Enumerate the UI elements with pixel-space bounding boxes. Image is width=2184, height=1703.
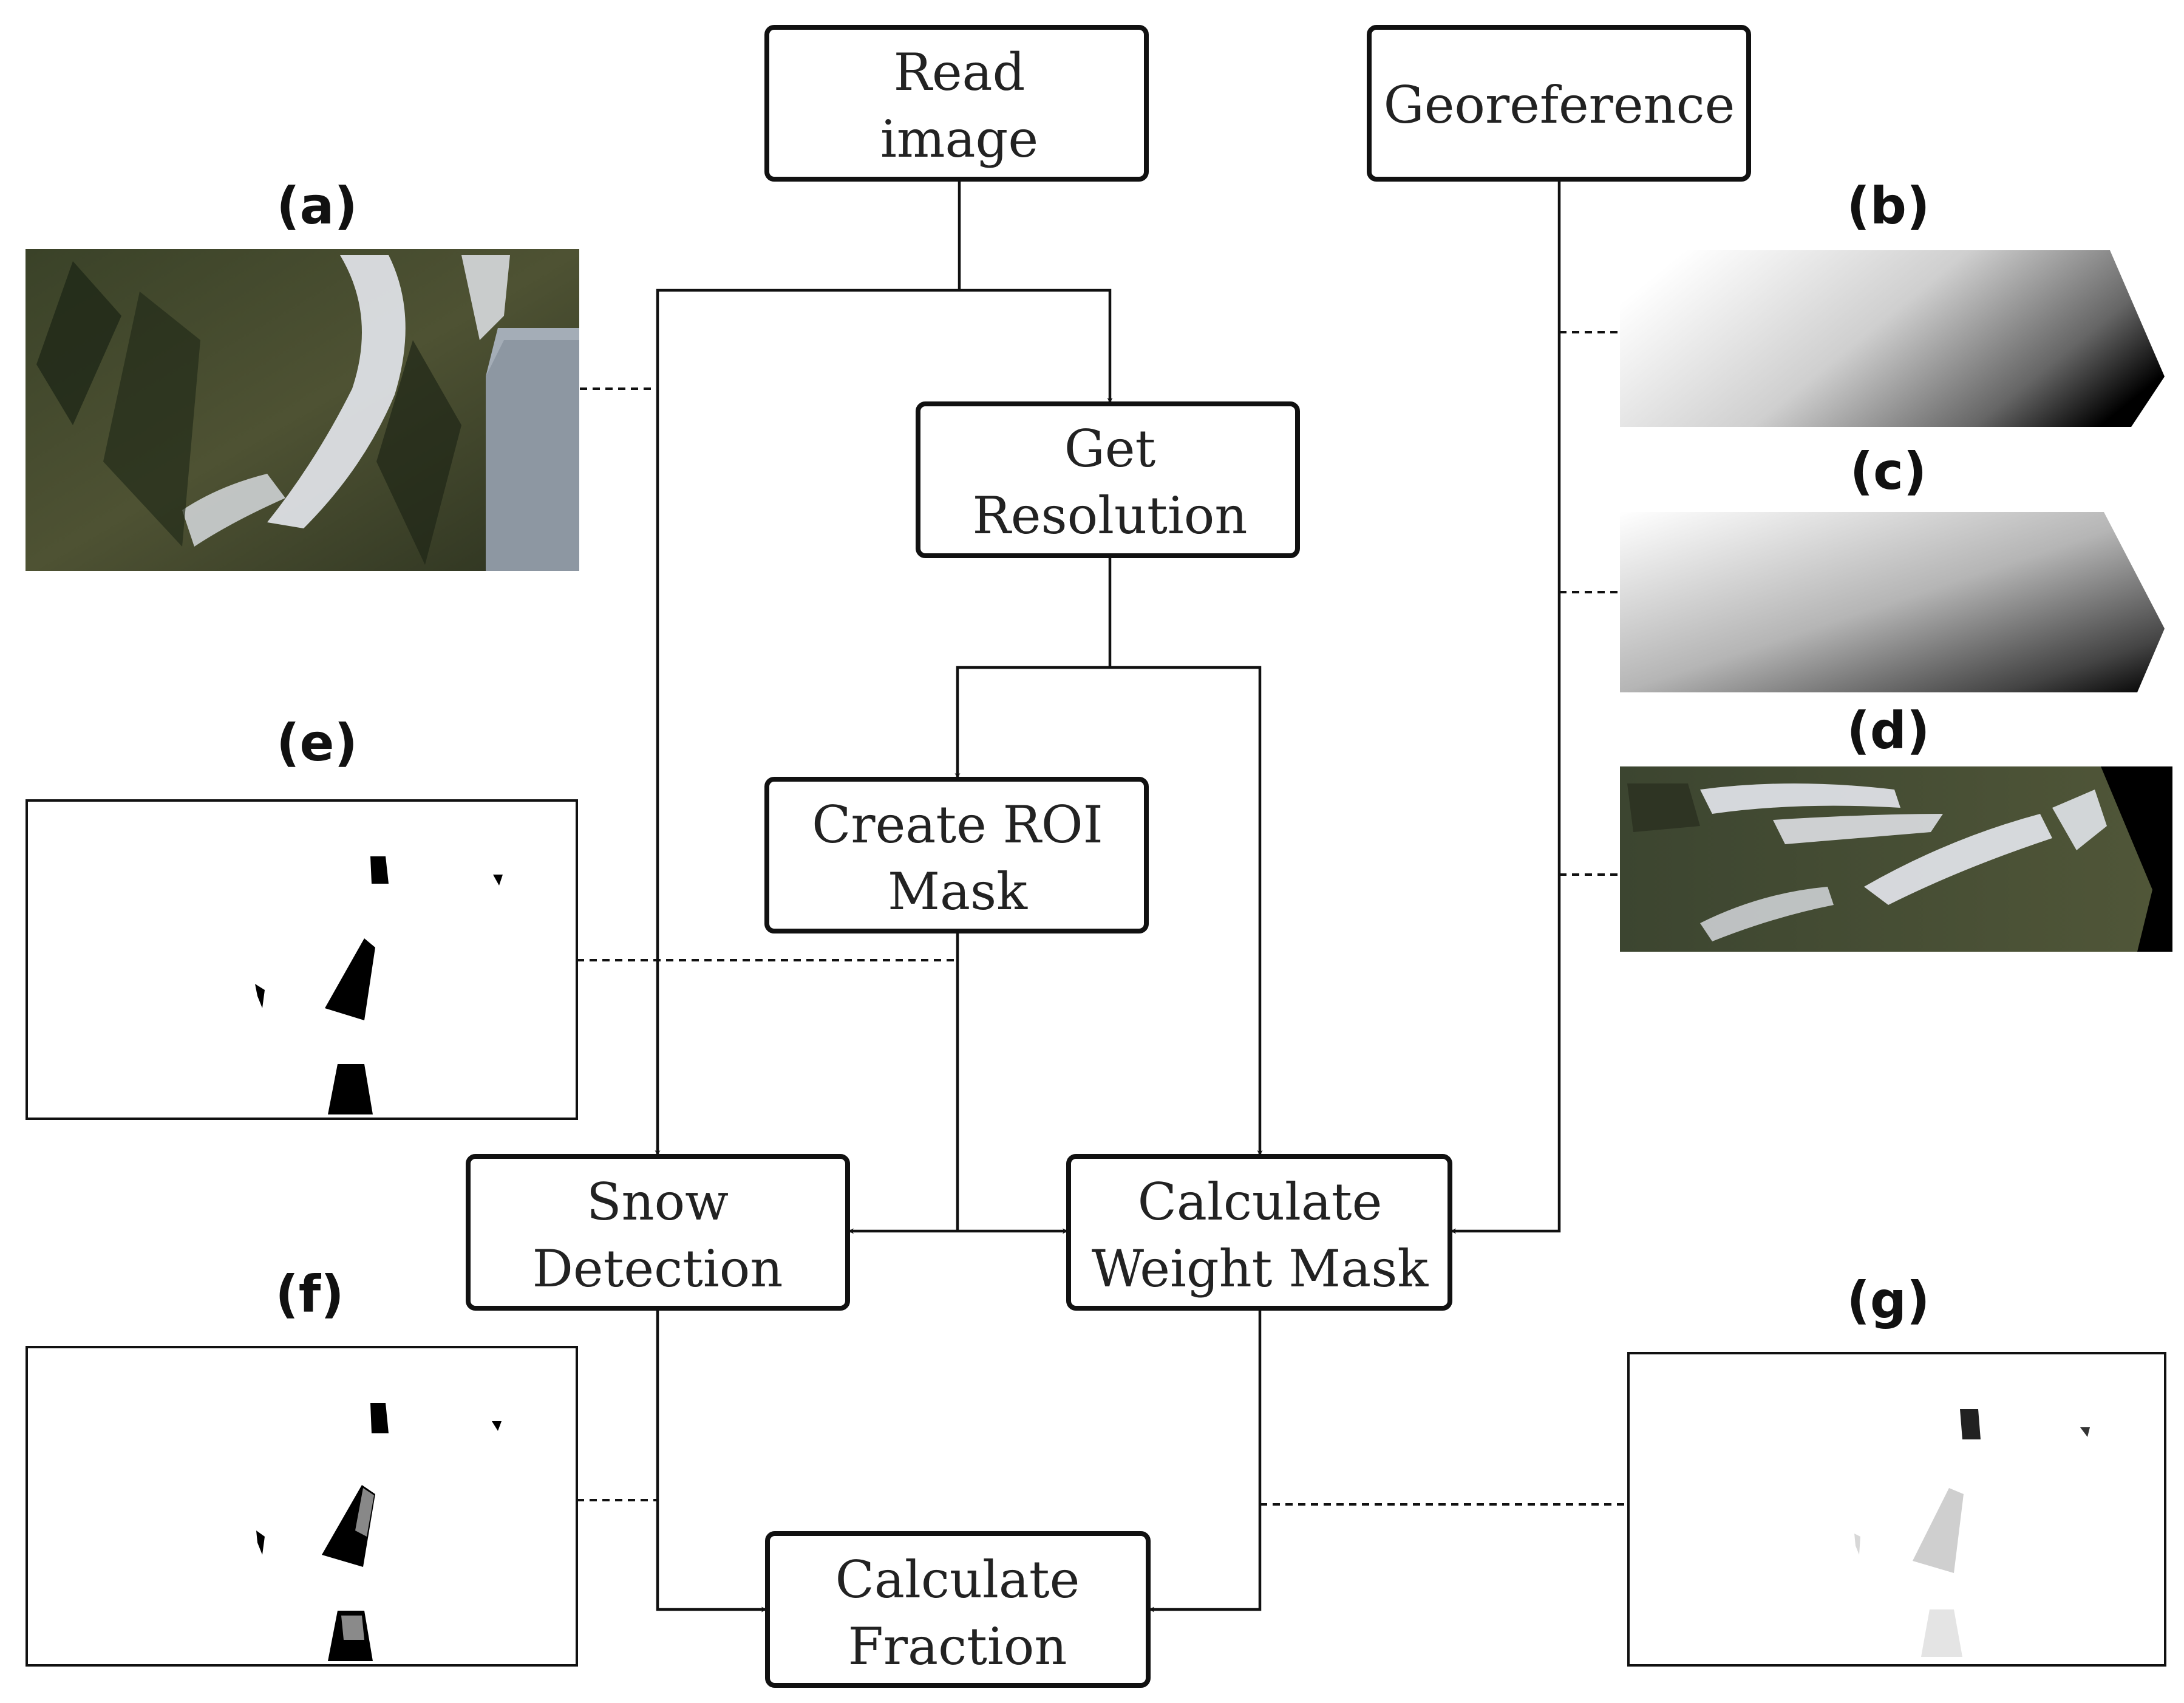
- connectors: [655, 180, 1561, 1613]
- panel-label-e: (e): [276, 713, 358, 773]
- panel-label-a: (a): [276, 176, 357, 236]
- panel-c-distance-map: [1620, 512, 2165, 692]
- panel-label-b: (b): [1847, 176, 1930, 236]
- panel-label-g: (g): [1847, 1271, 1930, 1330]
- node-snow-detection-line1: Snow: [587, 1172, 729, 1232]
- node-read-image: Read image: [764, 25, 1149, 182]
- edge-read-to-get-resolution: [959, 288, 1113, 403]
- panel-e-roi-mask: [26, 799, 578, 1120]
- edge-read-to-snow-detection: [655, 288, 959, 1156]
- edge-snow-to-fraction: [656, 1307, 767, 1613]
- node-georeference-label: Georeference: [1384, 75, 1735, 135]
- panel-b-distance-map: [1620, 250, 2165, 427]
- edge-resolution-to-roi: [954, 666, 1110, 779]
- edge-weight-to-fraction: [1149, 1307, 1262, 1613]
- node-get-resolution: Get Resolution: [916, 401, 1300, 558]
- node-get-resolution-line1: Get: [1064, 419, 1156, 479]
- node-georeference: Georeference: [1367, 25, 1751, 182]
- panel-leaders: [577, 331, 1627, 1506]
- node-calculate-weight-mask-line1: Calculate: [1138, 1172, 1383, 1232]
- edge-resolution-to-weight-mask: [1110, 666, 1263, 1156]
- node-create-roi-mask: Create ROI Mask: [764, 777, 1149, 933]
- node-calculate-fraction-line2: Fraction: [848, 1617, 1067, 1676]
- node-create-roi-mask-line1: Create ROI: [812, 795, 1103, 855]
- panel-label-d: (d): [1847, 701, 1930, 760]
- panel-label-c: (c): [1850, 442, 1927, 501]
- panel-d-georectified-image: [1620, 766, 2172, 952]
- node-snow-detection: Snow Detection: [466, 1154, 850, 1311]
- panel-a-camera-image: [26, 249, 579, 571]
- node-calculate-fraction: Calculate Fraction: [765, 1531, 1151, 1688]
- node-create-roi-mask-line2: Mask: [888, 862, 1028, 921]
- node-read-image-line1: Read: [894, 43, 1026, 102]
- node-snow-detection-line2: Detection: [532, 1239, 783, 1299]
- panel-f-snow-map: [26, 1346, 578, 1667]
- node-read-image-line2: image: [880, 109, 1038, 169]
- panel-label-f: (f): [275, 1264, 344, 1324]
- node-get-resolution-line2: Resolution: [973, 486, 1248, 545]
- node-calculate-weight-mask: Calculate Weight Mask: [1066, 1154, 1452, 1311]
- node-calculate-fraction-line1: Calculate: [835, 1550, 1080, 1609]
- node-calculate-weight-mask-line2: Weight Mask: [1092, 1239, 1429, 1299]
- edge-georeference-to-weight-mask: [1451, 180, 1561, 1234]
- panel-g-weight-mask: [1627, 1352, 2166, 1667]
